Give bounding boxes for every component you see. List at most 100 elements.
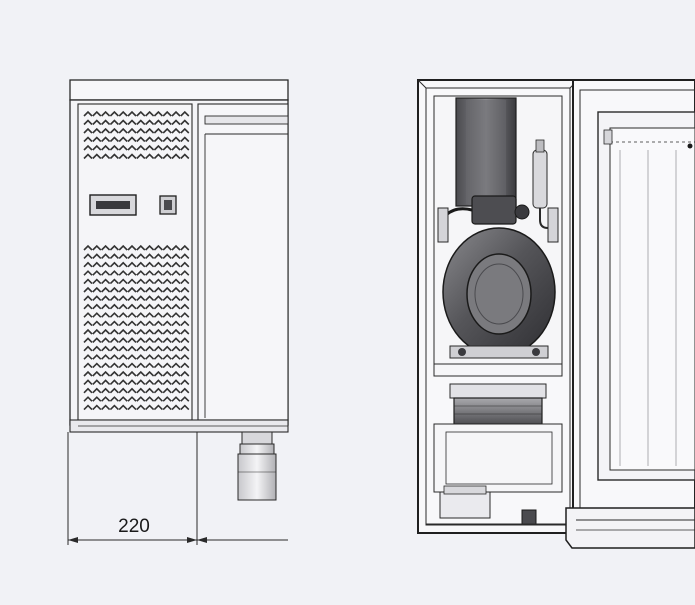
vent-slat — [92, 253, 102, 259]
compressor — [442, 227, 556, 357]
vent-slat — [109, 110, 119, 117]
vent-slat — [92, 354, 102, 360]
vent-slat — [118, 286, 128, 293]
vent-slat — [145, 370, 155, 377]
vent-slat — [180, 110, 190, 117]
vent-slat — [83, 153, 93, 160]
vent-slat — [180, 144, 190, 151]
vent-slat — [162, 354, 172, 360]
vent-slat — [162, 295, 172, 301]
vent-slat — [136, 261, 146, 268]
vent-slat — [145, 387, 155, 394]
vent-slat — [153, 404, 163, 411]
vent-slat — [136, 270, 146, 276]
vent-slat — [180, 295, 190, 301]
vent-slat — [109, 286, 119, 293]
vent-slat — [145, 312, 155, 318]
vent-slat — [180, 370, 190, 377]
vent-slat — [118, 387, 128, 394]
vent-slat — [136, 136, 146, 143]
vent-slat — [153, 270, 163, 276]
vent-slat — [171, 153, 181, 160]
vent-slat — [145, 404, 155, 411]
vent-slat — [153, 278, 163, 285]
vent-slat — [145, 278, 155, 285]
vent-slat — [162, 261, 172, 268]
vent-slat — [127, 303, 137, 310]
cabinet-door — [197, 103, 289, 421]
vent-slat — [83, 354, 93, 360]
vent-slat — [118, 127, 128, 134]
vent-slat — [83, 396, 93, 402]
vent-slat — [109, 278, 119, 285]
front-view — [67, 79, 289, 545]
vent-slat — [92, 278, 102, 285]
vent-slat — [92, 312, 102, 318]
vent-slat — [109, 328, 119, 335]
vent-slat — [162, 144, 172, 151]
vent-slat — [83, 144, 93, 151]
vent-slat — [118, 261, 128, 268]
vent-slat — [83, 362, 93, 369]
vent-slat — [171, 328, 181, 335]
vent-slat — [171, 110, 181, 117]
vent-slat — [101, 136, 111, 143]
glass-shelves — [619, 150, 677, 466]
vent-slat — [101, 110, 111, 117]
vent-slat — [171, 345, 181, 352]
vent-slat — [109, 396, 119, 402]
vent-slat — [127, 295, 137, 301]
vent-slat — [109, 370, 119, 377]
glass-panel — [609, 127, 695, 471]
vent-slat — [118, 362, 128, 369]
vent-slat — [127, 404, 137, 411]
vent-slat — [109, 337, 119, 343]
vent-slat — [92, 261, 102, 268]
vent-slat — [162, 404, 172, 411]
vent-slat — [153, 320, 163, 327]
vent-slat — [83, 303, 93, 310]
vent-slat — [162, 278, 172, 285]
vent-slat — [153, 328, 163, 335]
vent-slat — [153, 295, 163, 301]
vent-slat — [180, 244, 190, 251]
vent-slat — [92, 337, 102, 343]
vent-slat — [145, 354, 155, 360]
vent-slat — [180, 270, 190, 276]
vent-slat — [101, 253, 111, 259]
vent-slat — [101, 295, 111, 301]
vent-slat — [171, 278, 181, 285]
vent-slat — [145, 110, 155, 117]
vent-slat — [83, 270, 93, 276]
vent-slat — [101, 312, 111, 318]
vent-slat — [153, 387, 163, 394]
vent-slat — [92, 328, 102, 335]
vent-slat — [171, 119, 181, 126]
vent-slat — [145, 328, 155, 335]
vent-slat — [127, 110, 137, 117]
vent-slat — [145, 286, 155, 293]
vent-slat — [136, 370, 146, 377]
vent-slat — [180, 320, 190, 327]
vent-slat — [162, 270, 172, 276]
vent-slat — [180, 337, 190, 343]
vent-slat — [153, 345, 163, 352]
vent-slat — [180, 328, 190, 335]
vent-slat — [109, 387, 119, 394]
vent-slat — [101, 379, 111, 385]
vent-slat — [171, 404, 181, 411]
vent-slat — [118, 379, 128, 385]
vent-slat — [118, 396, 128, 402]
vent-slat — [101, 303, 111, 310]
vent-slat — [109, 153, 119, 160]
vent-slat — [92, 110, 102, 117]
vent-slat — [153, 136, 163, 143]
vent-slat — [180, 119, 190, 126]
width-dimension-label: 220 — [118, 516, 150, 537]
vent-slat — [92, 345, 102, 352]
vent-slat — [101, 404, 111, 411]
vent-slat — [180, 286, 190, 293]
vent-slat — [118, 328, 128, 335]
vent-slat — [162, 244, 172, 251]
